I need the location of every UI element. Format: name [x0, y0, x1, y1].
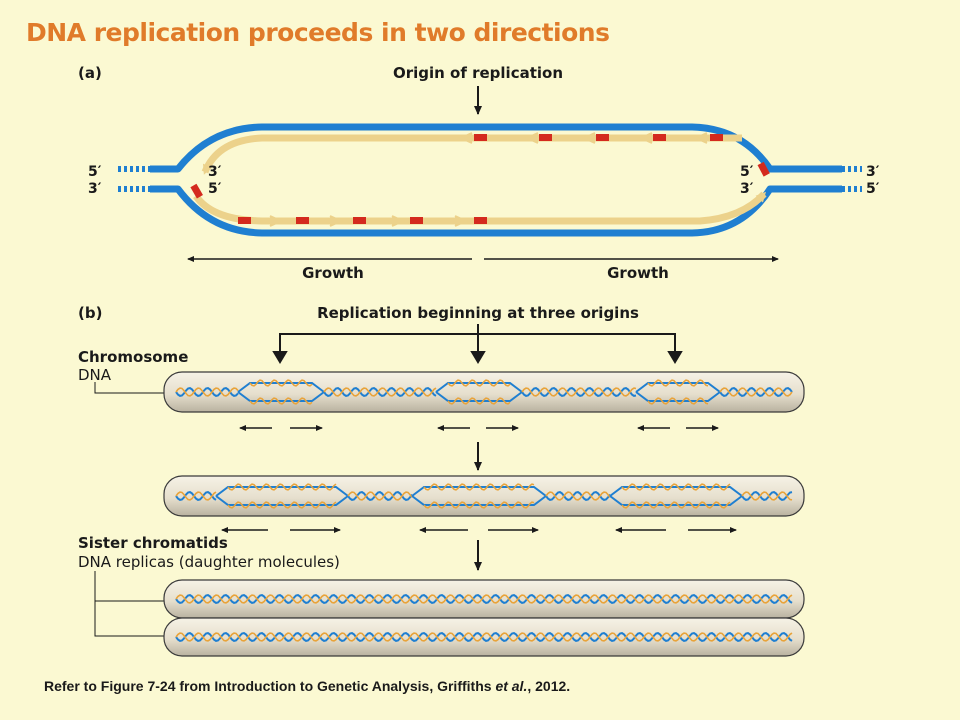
sister-chromatid-2 [163, 617, 805, 657]
chromosome-1-dna [175, 379, 793, 405]
chromosome-2 [163, 475, 805, 517]
chromosome-label: Chromosome [78, 348, 188, 366]
origins-label: Replication beginning at three origins [317, 304, 639, 322]
chromosome-leader-line [94, 382, 168, 394]
origin-label: Origin of replication [393, 64, 563, 82]
chromosome-dna-label: DNA [78, 366, 112, 384]
sister-chromatids-label: Sister chromatids [78, 534, 228, 552]
left-bottom-end-label: 3′ [88, 181, 102, 197]
left-fork-top-label: 3′ [208, 164, 222, 180]
sister-leader-lines [94, 571, 168, 637]
dna-replicas-label: DNA replicas (daughter molecules) [78, 553, 340, 571]
panel-a-label: (a) [78, 64, 102, 82]
left-top-end-label: 5′ [88, 164, 102, 180]
growth-right-label: Growth [607, 264, 669, 282]
parental-strands [118, 123, 862, 237]
right-bottom-end-label: 5′ [866, 181, 880, 197]
figure-caption: Refer to Figure 7-24 from Introduction t… [44, 678, 571, 694]
origins-bracket [272, 324, 683, 364]
right-fork-bottom-label: 3′ [740, 181, 754, 197]
rna-primers [190, 134, 770, 224]
left-fork-bottom-label: 5′ [208, 181, 222, 197]
chromosome-1 [163, 371, 805, 413]
right-top-end-label: 3′ [866, 164, 880, 180]
daughter-strands [193, 132, 767, 227]
panel-b-label: (b) [78, 304, 102, 322]
page-title: DNA replication proceeds in two directio… [26, 18, 610, 47]
growth-left-label: Growth [302, 264, 364, 282]
chromosome-2-dna [175, 483, 793, 509]
right-fork-top-label: 5′ [740, 164, 754, 180]
sister-chromatid-1-dna [175, 594, 793, 604]
sister-chromatid-2-dna [175, 632, 793, 642]
